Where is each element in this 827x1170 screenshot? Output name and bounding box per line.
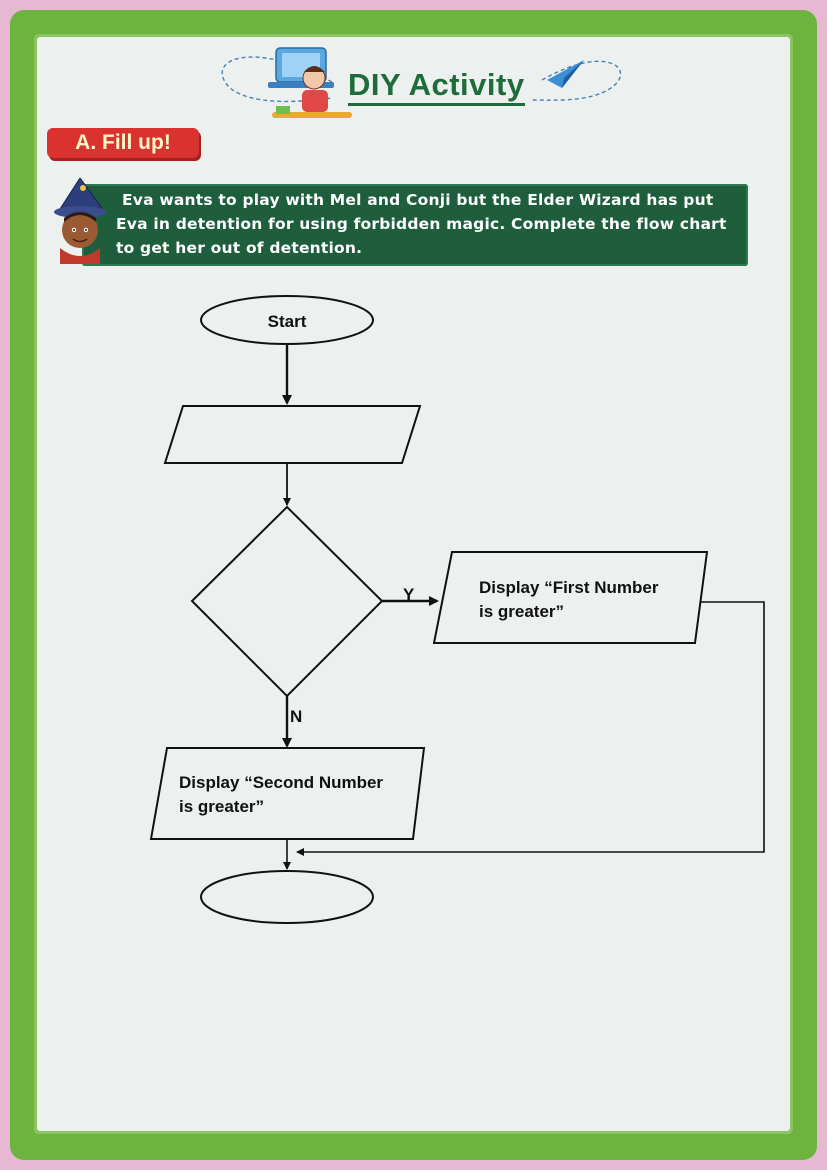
dashed-swoop-right <box>531 60 622 101</box>
first-number-output-box <box>432 551 709 644</box>
instruction-text: Eva wants to play with Mel and Conji but… <box>116 191 727 257</box>
first-number-output-text: Display “First Number is greater” <box>479 578 663 621</box>
paper-plane-icon <box>547 60 584 88</box>
connector-yes-return <box>296 601 765 856</box>
no-label: N <box>290 707 302 726</box>
start-label: Start <box>268 312 307 331</box>
end-terminal-blank[interactable] <box>200 870 374 924</box>
second-number-output-box <box>149 747 426 840</box>
decision-diamond-blank[interactable] <box>190 505 384 698</box>
yes-label: Y <box>403 585 415 604</box>
second-number-output-text: Display “Second Number is greater” <box>179 773 388 816</box>
section-tag: A. Fill up! <box>47 128 199 158</box>
student-character-icon <box>272 66 352 118</box>
input-box-blank[interactable] <box>163 405 422 464</box>
wizard-avatar-icon <box>54 178 106 264</box>
instruction-banner <box>82 184 748 266</box>
activity-title: DIY Activity <box>348 68 525 106</box>
header-illustration <box>221 47 622 118</box>
dashed-swoop-left <box>221 56 333 103</box>
